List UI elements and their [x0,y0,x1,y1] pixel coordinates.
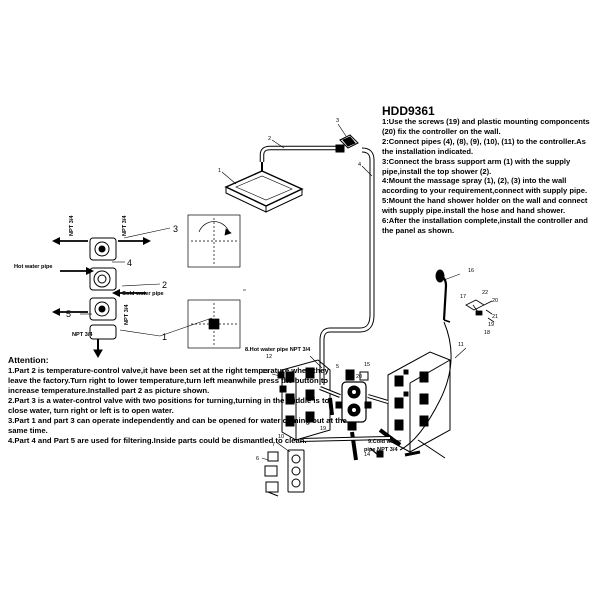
handle-diagram [187,214,241,349]
step-1: 1:Use the screws (19) and plastic mounti… [382,117,590,136]
part-4: 4 [358,162,361,168]
part-14: 14 [364,452,370,458]
callout-4: 4 [127,258,132,268]
npt-top-left-label: NPT 3/4 [69,215,75,236]
hot-water-label: Hot water pipe [14,264,53,270]
wall-flange [339,134,359,149]
part-17: 17 [460,294,466,300]
callout-5: 5 [66,309,71,319]
part-18: 18 [484,330,490,336]
supply-pipe [319,147,375,385]
cold-pipe-label-2: pipe NPT 3/4 [364,447,398,453]
cold-pipe-label-1: 9.Cold water [368,439,402,445]
part-19-b: 19 [320,426,326,432]
part-20-b: 20 [356,374,362,380]
shower-arm [259,144,345,162]
assembly-labels: 8.Hot water pipe NPT 3/4 9.Cold water pi… [245,347,402,453]
callout-1: 1 [162,332,167,342]
rear-frame [387,351,451,453]
part-10: 10 [278,434,284,440]
attention-item-3: 3.Part 1 and part 3 can operate independ… [8,416,347,435]
model-number: HDD9361 [382,104,435,118]
callout-3: 3 [173,224,178,234]
step-5: 5:Mount the hand shower holder on the wa… [382,196,588,216]
part-numbers: 1 2 3 4 5 6 7 10 11 12 13 14 15 16 17 18… [218,118,498,462]
hand-shower [435,269,451,323]
part-12: 12 [266,354,272,360]
valve-body [335,369,372,431]
front-frame [281,359,331,441]
part-5: 5 [336,364,339,370]
step-2: 2:Connect pipes (4), (8), (9), (10), (11… [382,136,586,156]
attention-title: Attention: [8,355,49,365]
part-21: 21 [492,314,498,320]
left-callouts: 3 4 2 5 1 [66,224,178,342]
controller-front [89,237,117,359]
hose [399,321,452,457]
callout-leaders [80,227,213,337]
part-15: 15 [364,362,370,368]
flow-arrows [52,237,151,316]
attention-item-4: 4.Part 4 and Part 5 are used for filteri… [8,436,307,445]
part-13 [277,371,287,393]
part-22: 22 [482,290,488,296]
attention-item-1: 1.Part 2 is temperature-control valve,it… [8,366,329,395]
left-diagram-labels: NPT 3/4 NPT 3/4 Hot water pipe Cold wate… [14,215,164,338]
part-3: 3 [336,118,339,124]
part-7: 7 [272,442,275,448]
part-16: 16 [468,268,474,274]
attention-notes: 1.Part 2 is temperature-control valve,it… [8,366,348,446]
step-3: 3:Connect the brass support arm (1) with… [382,156,571,176]
part-11: 11 [458,342,464,348]
assembly-leaders [221,123,467,461]
part-1: 1 [218,168,221,174]
part-20: 20 [492,298,498,304]
hot-pipe-label: 8.Hot water pipe NPT 3/4 [245,347,311,353]
part-6: 6 [256,456,259,462]
cold-water-label: Cold water pipe [122,291,164,297]
control-panel [287,449,305,493]
pipe-12 [417,439,446,459]
part-2: 2 [268,136,271,142]
npt-bottom-left-label: NPT 3/4 [72,332,93,338]
attention-item-2: 2.Part 3 is a water-control valve with t… [8,396,330,415]
part-13: 13 [262,369,268,375]
installation-steps: 1:Use the screws (19) and plastic mounti… [382,117,594,236]
step-6: 6:After the installation complete,instal… [382,216,588,235]
callout-2: 2 [162,280,167,290]
npt-top-right-label: NPT 3/4 [122,215,128,236]
npt-bottom-right-label: NPT 3/4 [124,304,130,325]
part-14 [369,447,384,458]
part-19: 19 [488,322,494,328]
holder-parts [465,299,495,323]
handles [264,451,279,497]
step-4: 4:Mount the massage spray (1), (2), (3) … [382,176,588,196]
shower-head [224,162,304,213]
